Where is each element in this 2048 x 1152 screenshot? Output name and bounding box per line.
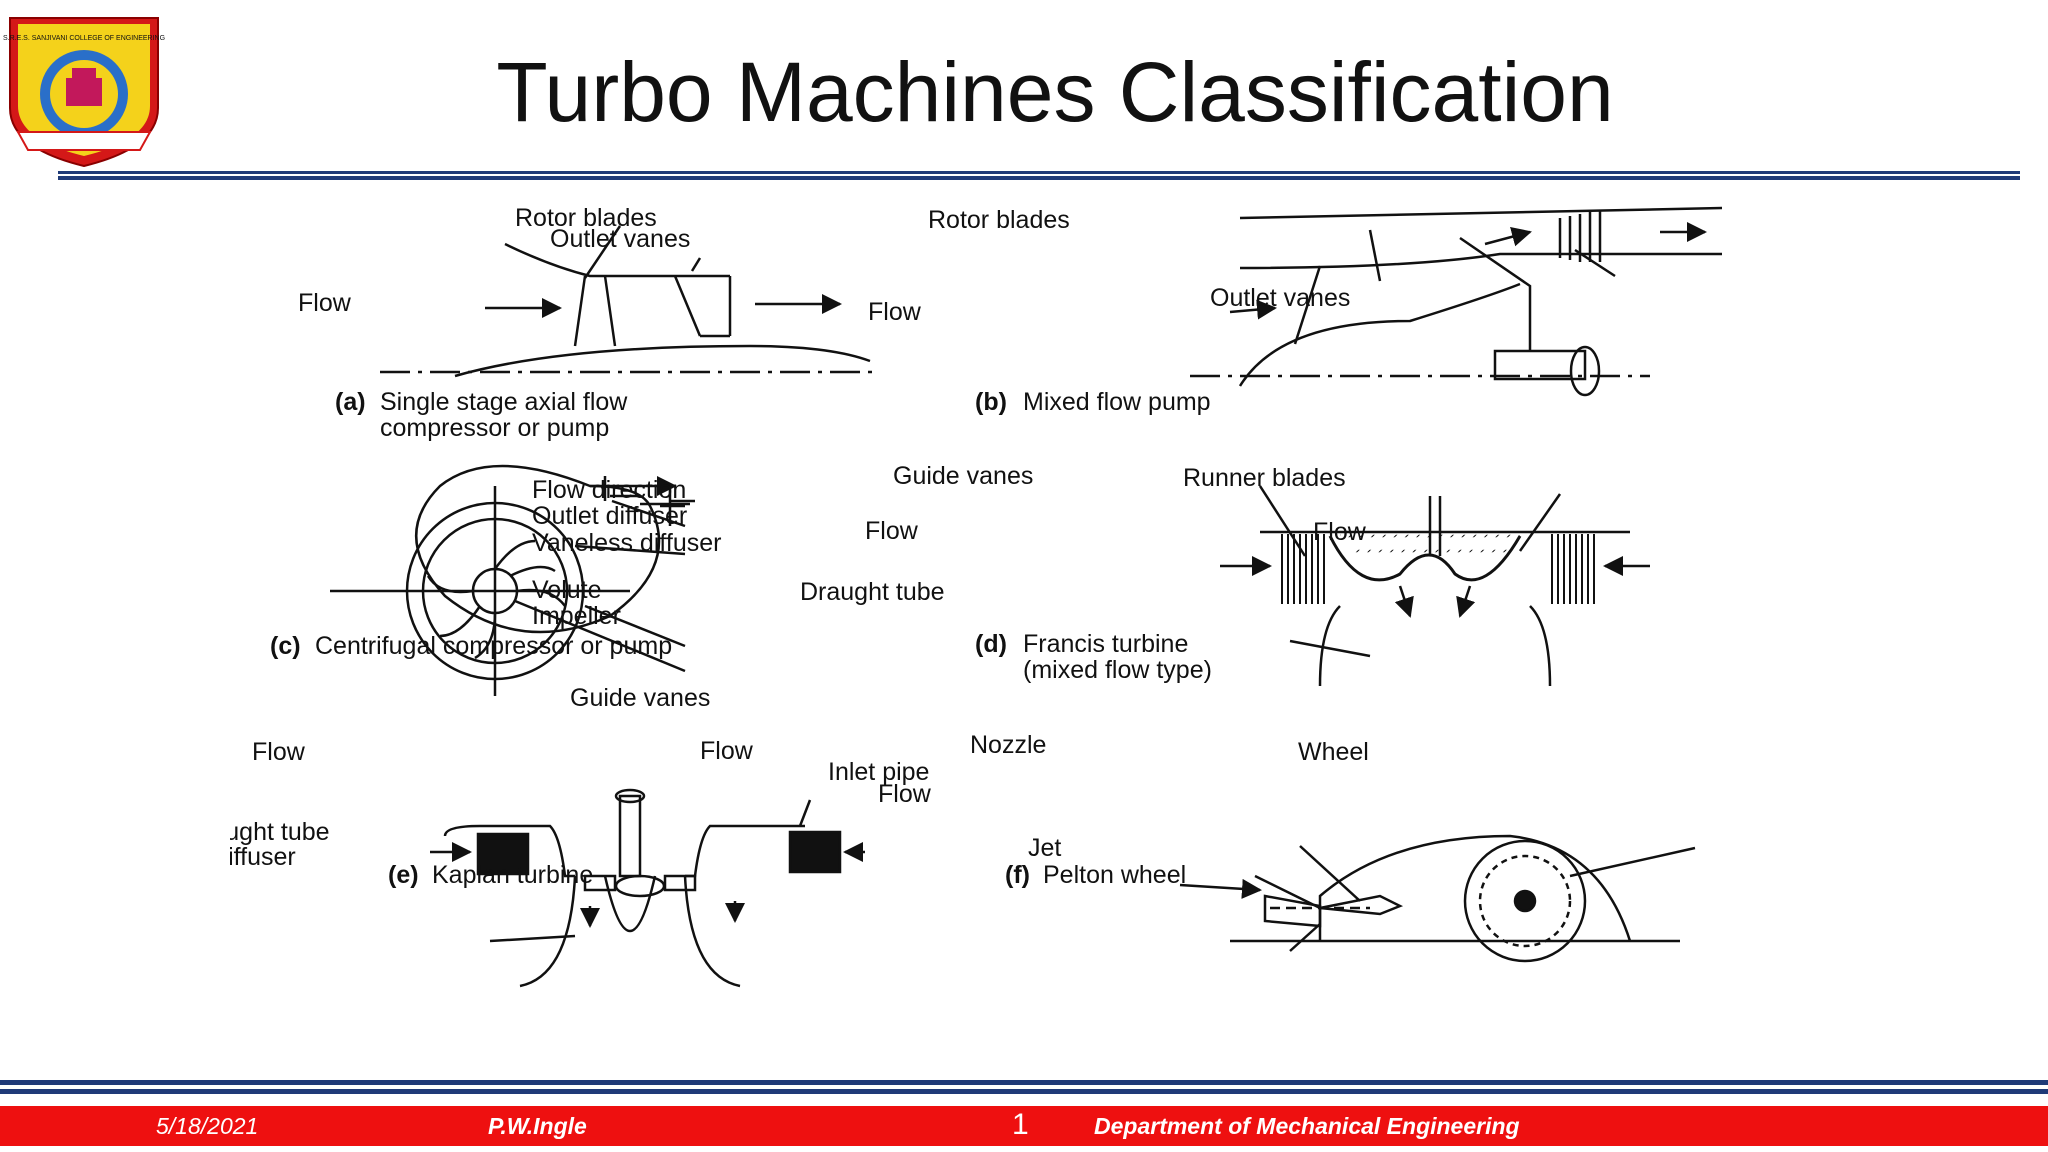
caption-c-tag: (c) [270, 632, 301, 660]
label-b-outlet: Outlet vanes [1210, 284, 1350, 312]
college-logo: S.R.E.S. SANJIVANI COLLEGE OF ENGINEERIN… [3, 17, 165, 168]
label-f-inlet: Inlet pipe [828, 758, 929, 786]
label-c-volute: Volute [532, 576, 602, 604]
footer-divider [0, 1080, 2048, 1094]
footer-department: Department of Mechanical Engineering [1094, 1113, 1520, 1139]
label-a-flow: Flow [298, 289, 352, 317]
diagram-c-centrifugal [330, 464, 695, 696]
caption-a-line2: compressor or pump [380, 414, 609, 442]
label-c-vaneless: Vaneless diffuser [532, 529, 721, 557]
label-f-jet: Jet [1028, 834, 1061, 862]
label-a-rotor: Rotor blades [515, 204, 657, 232]
caption-e-tag: (e) [388, 861, 419, 889]
footer-bar: 5/18/2021 P.W.Ingle 1 Department of Mech… [0, 1106, 2048, 1146]
label-e-flow-left: Flow [252, 738, 306, 766]
slide-title: Turbo Machines Classification [496, 45, 1614, 139]
diagram-b-mixed [1190, 206, 1723, 397]
label-d-runner: Runner blades [1183, 464, 1346, 492]
label-d-flow-left: Flow [865, 517, 919, 545]
caption-f: Pelton wheel [1043, 861, 1186, 889]
caption-d-tag: (d) [975, 630, 1007, 658]
footer-author: P.W.Ingle [488, 1113, 587, 1139]
diagram-f-pelton [1179, 834, 1696, 963]
diagram-a-axial [380, 225, 880, 378]
label-e-guide: Guide vanes [570, 684, 710, 712]
label-c-outletdiff: Outlet diffuser [532, 502, 687, 530]
header-divider [58, 171, 2020, 180]
label-f-flow: Flow [878, 780, 932, 808]
label-d-draught: Draught tube [800, 578, 945, 606]
caption-d-line2: (mixed flow type) [1023, 656, 1212, 684]
label-e-flow-right: Flow [700, 737, 754, 765]
caption-e: Kaplan turbine [432, 861, 593, 889]
label-c-flowdir: Flow direction [532, 476, 686, 504]
footer-page-number: 1 [1012, 1108, 1029, 1141]
logo-text: S.R.E.S. SANJIVANI COLLEGE OF ENGINEERIN… [3, 35, 165, 42]
caption-b-tag: (b) [975, 388, 1007, 416]
label-d-guide: Guide vanes [893, 462, 1033, 490]
label-d-flow-right: Flow [1313, 518, 1367, 546]
caption-a-line1: Single stage axial flow [380, 388, 628, 416]
caption-b: Mixed flow pump [1023, 388, 1211, 416]
label-c-impeller: Impeller [532, 602, 621, 630]
caption-a-tag: (a) [335, 388, 366, 416]
diagram-e-kaplan [430, 788, 865, 988]
label-a-outlet: Outlet vanes [550, 225, 690, 253]
footer-date: 5/18/2021 [156, 1113, 259, 1139]
label-f-nozzle: Nozzle [970, 731, 1046, 759]
caption-d-line1: Francis turbine [1023, 630, 1188, 658]
turbomachine-figure: Rotor blades Outlet vanes Flow (a) Singl… [230, 204, 1723, 988]
diagram-d-francis [1220, 485, 1650, 687]
caption-f-tag: (f) [1005, 861, 1030, 889]
caption-c: Centrifugal compressor or pump [315, 632, 672, 660]
label-f-wheel: Wheel [1298, 738, 1369, 766]
label-e-draught2: or diffuser [230, 843, 296, 871]
label-b-flow: Flow [868, 298, 922, 326]
label-e-draught1: Draught tube [230, 818, 330, 846]
label-b-rotor: Rotor blades [928, 206, 1070, 234]
